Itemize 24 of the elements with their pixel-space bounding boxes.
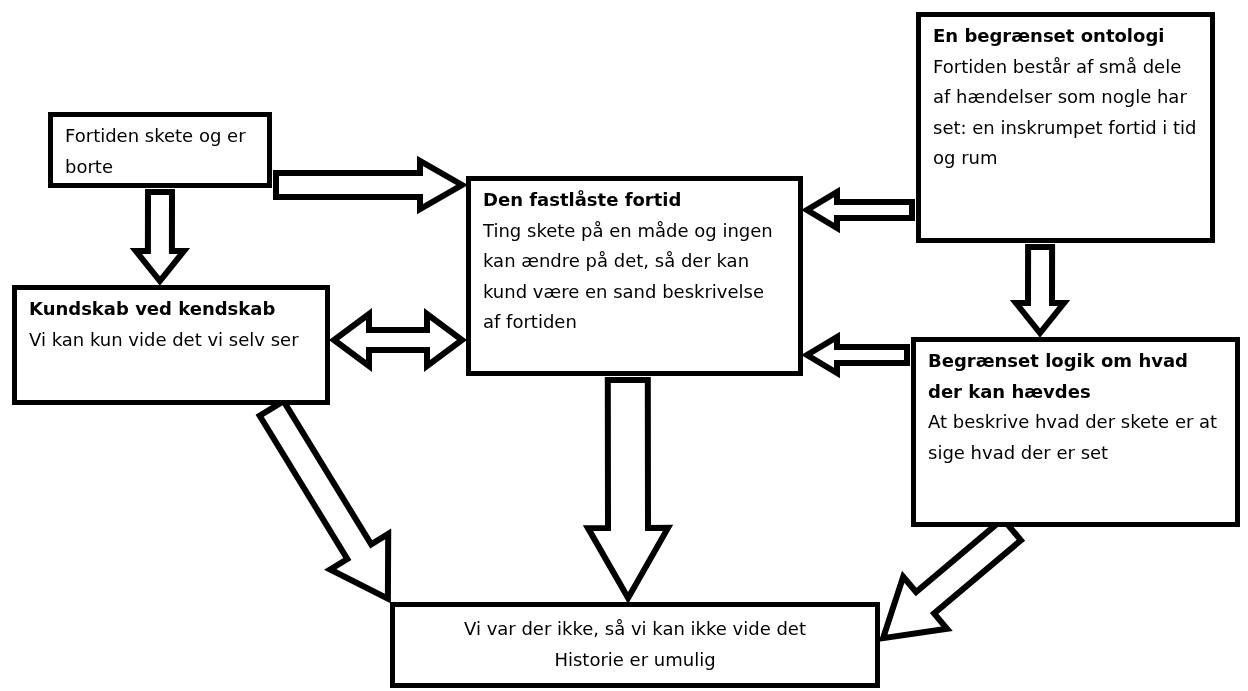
box-text: Vi kan kun vide det vi selv ser [29, 327, 300, 352]
box-text: Fortiden består af små dele af hændelser som nogle har set: en inskrumpet fortid i tid og rum [933, 54, 1198, 171]
text-box [466, 176, 803, 376]
block-arrow [129, 189, 191, 286]
box-heading: En begrænset ontologi [933, 24, 1166, 48]
text-box [916, 12, 1215, 243]
block-arrow [1009, 244, 1071, 338]
text-box [390, 602, 880, 688]
box-text: Vi var der ikke, så vi kan ikke vide det [464, 617, 806, 642]
box-text: Ting skete på en måde og ingen kan ændre på det, så der kan kund være en sand beskrivelse af fortiden [483, 218, 774, 335]
block-arrow [801, 186, 915, 234]
box-heading: Den fastlåste fortid [483, 188, 683, 212]
block-arrow [273, 155, 469, 215]
box-heading: Begrænset logik om hvad der kan hævdes [928, 349, 1189, 404]
text-box [12, 285, 330, 405]
box-text: Fortiden skete og er borte [65, 124, 247, 179]
block-arrow [801, 331, 910, 379]
box-text: Historie er umulig [554, 648, 716, 672]
text-box [48, 112, 272, 188]
box-text: At beskrive hvad der skete er at sige hvad der er set [928, 410, 1219, 465]
box-heading: Kundskab ved kendskab [29, 297, 277, 321]
text-box [911, 337, 1240, 527]
block-arrow [328, 308, 468, 372]
block-arrow [582, 377, 674, 605]
